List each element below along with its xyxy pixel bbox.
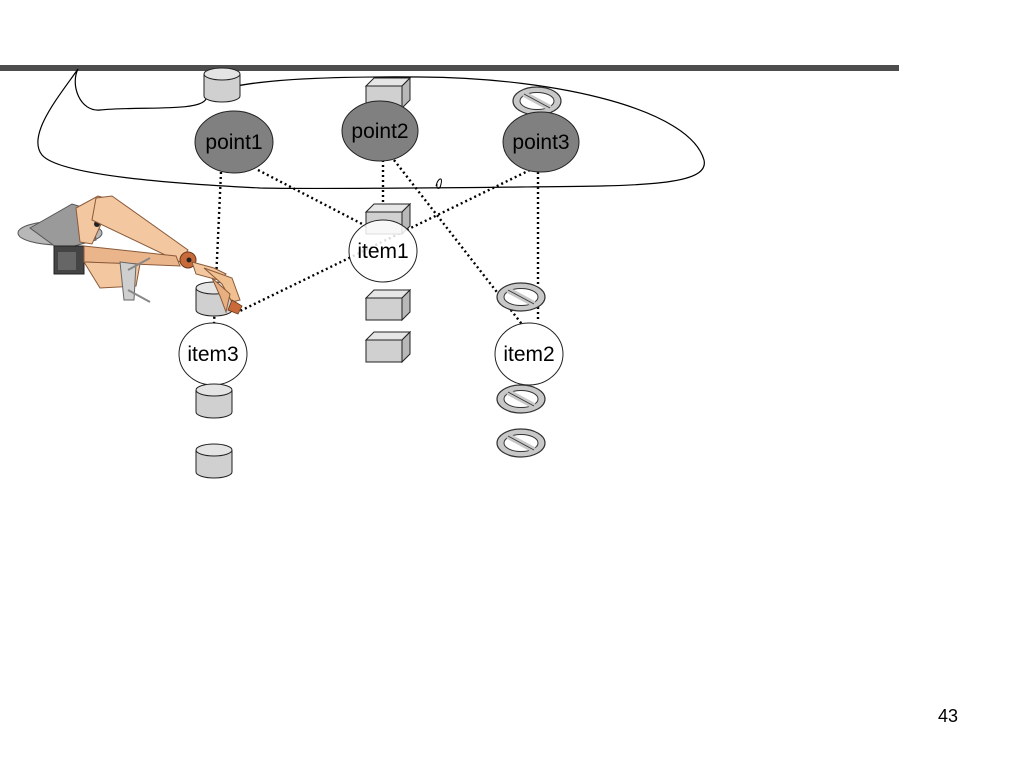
node-point3-label: point3 [512,131,569,154]
title-rule [0,65,899,71]
robot-arm-icon [17,195,243,315]
node-item1-label: item1 [357,240,408,263]
node-point3[interactable]: point3 [502,111,580,173]
no-sign-icon [497,283,545,311]
cylinder-icon [203,67,241,103]
node-point2[interactable]: point2 [341,100,419,162]
page-number: 43 [938,706,959,726]
cable-knot [435,178,442,189]
no-sign-icon [497,385,545,413]
node-item3[interactable]: item3 [178,322,248,386]
node-point1[interactable]: point1 [194,110,274,174]
node-item3-label: item3 [187,343,238,366]
node-item2-label: item2 [503,343,554,366]
node-item1[interactable]: item1 [348,219,418,283]
no-sign-icon [513,87,561,115]
box-icon [365,289,411,321]
cylinder-icon [195,443,233,479]
cylinder-icon [195,383,233,419]
box-icon [365,331,411,363]
cable-loop [37,68,705,190]
node-item2[interactable]: item2 [494,322,564,386]
no-sign-icon [497,429,545,457]
node-point2-label: point2 [351,120,408,143]
link-point3-item3 [237,168,531,314]
link-point1-item1 [257,168,367,228]
node-point1-label: point1 [205,131,262,154]
